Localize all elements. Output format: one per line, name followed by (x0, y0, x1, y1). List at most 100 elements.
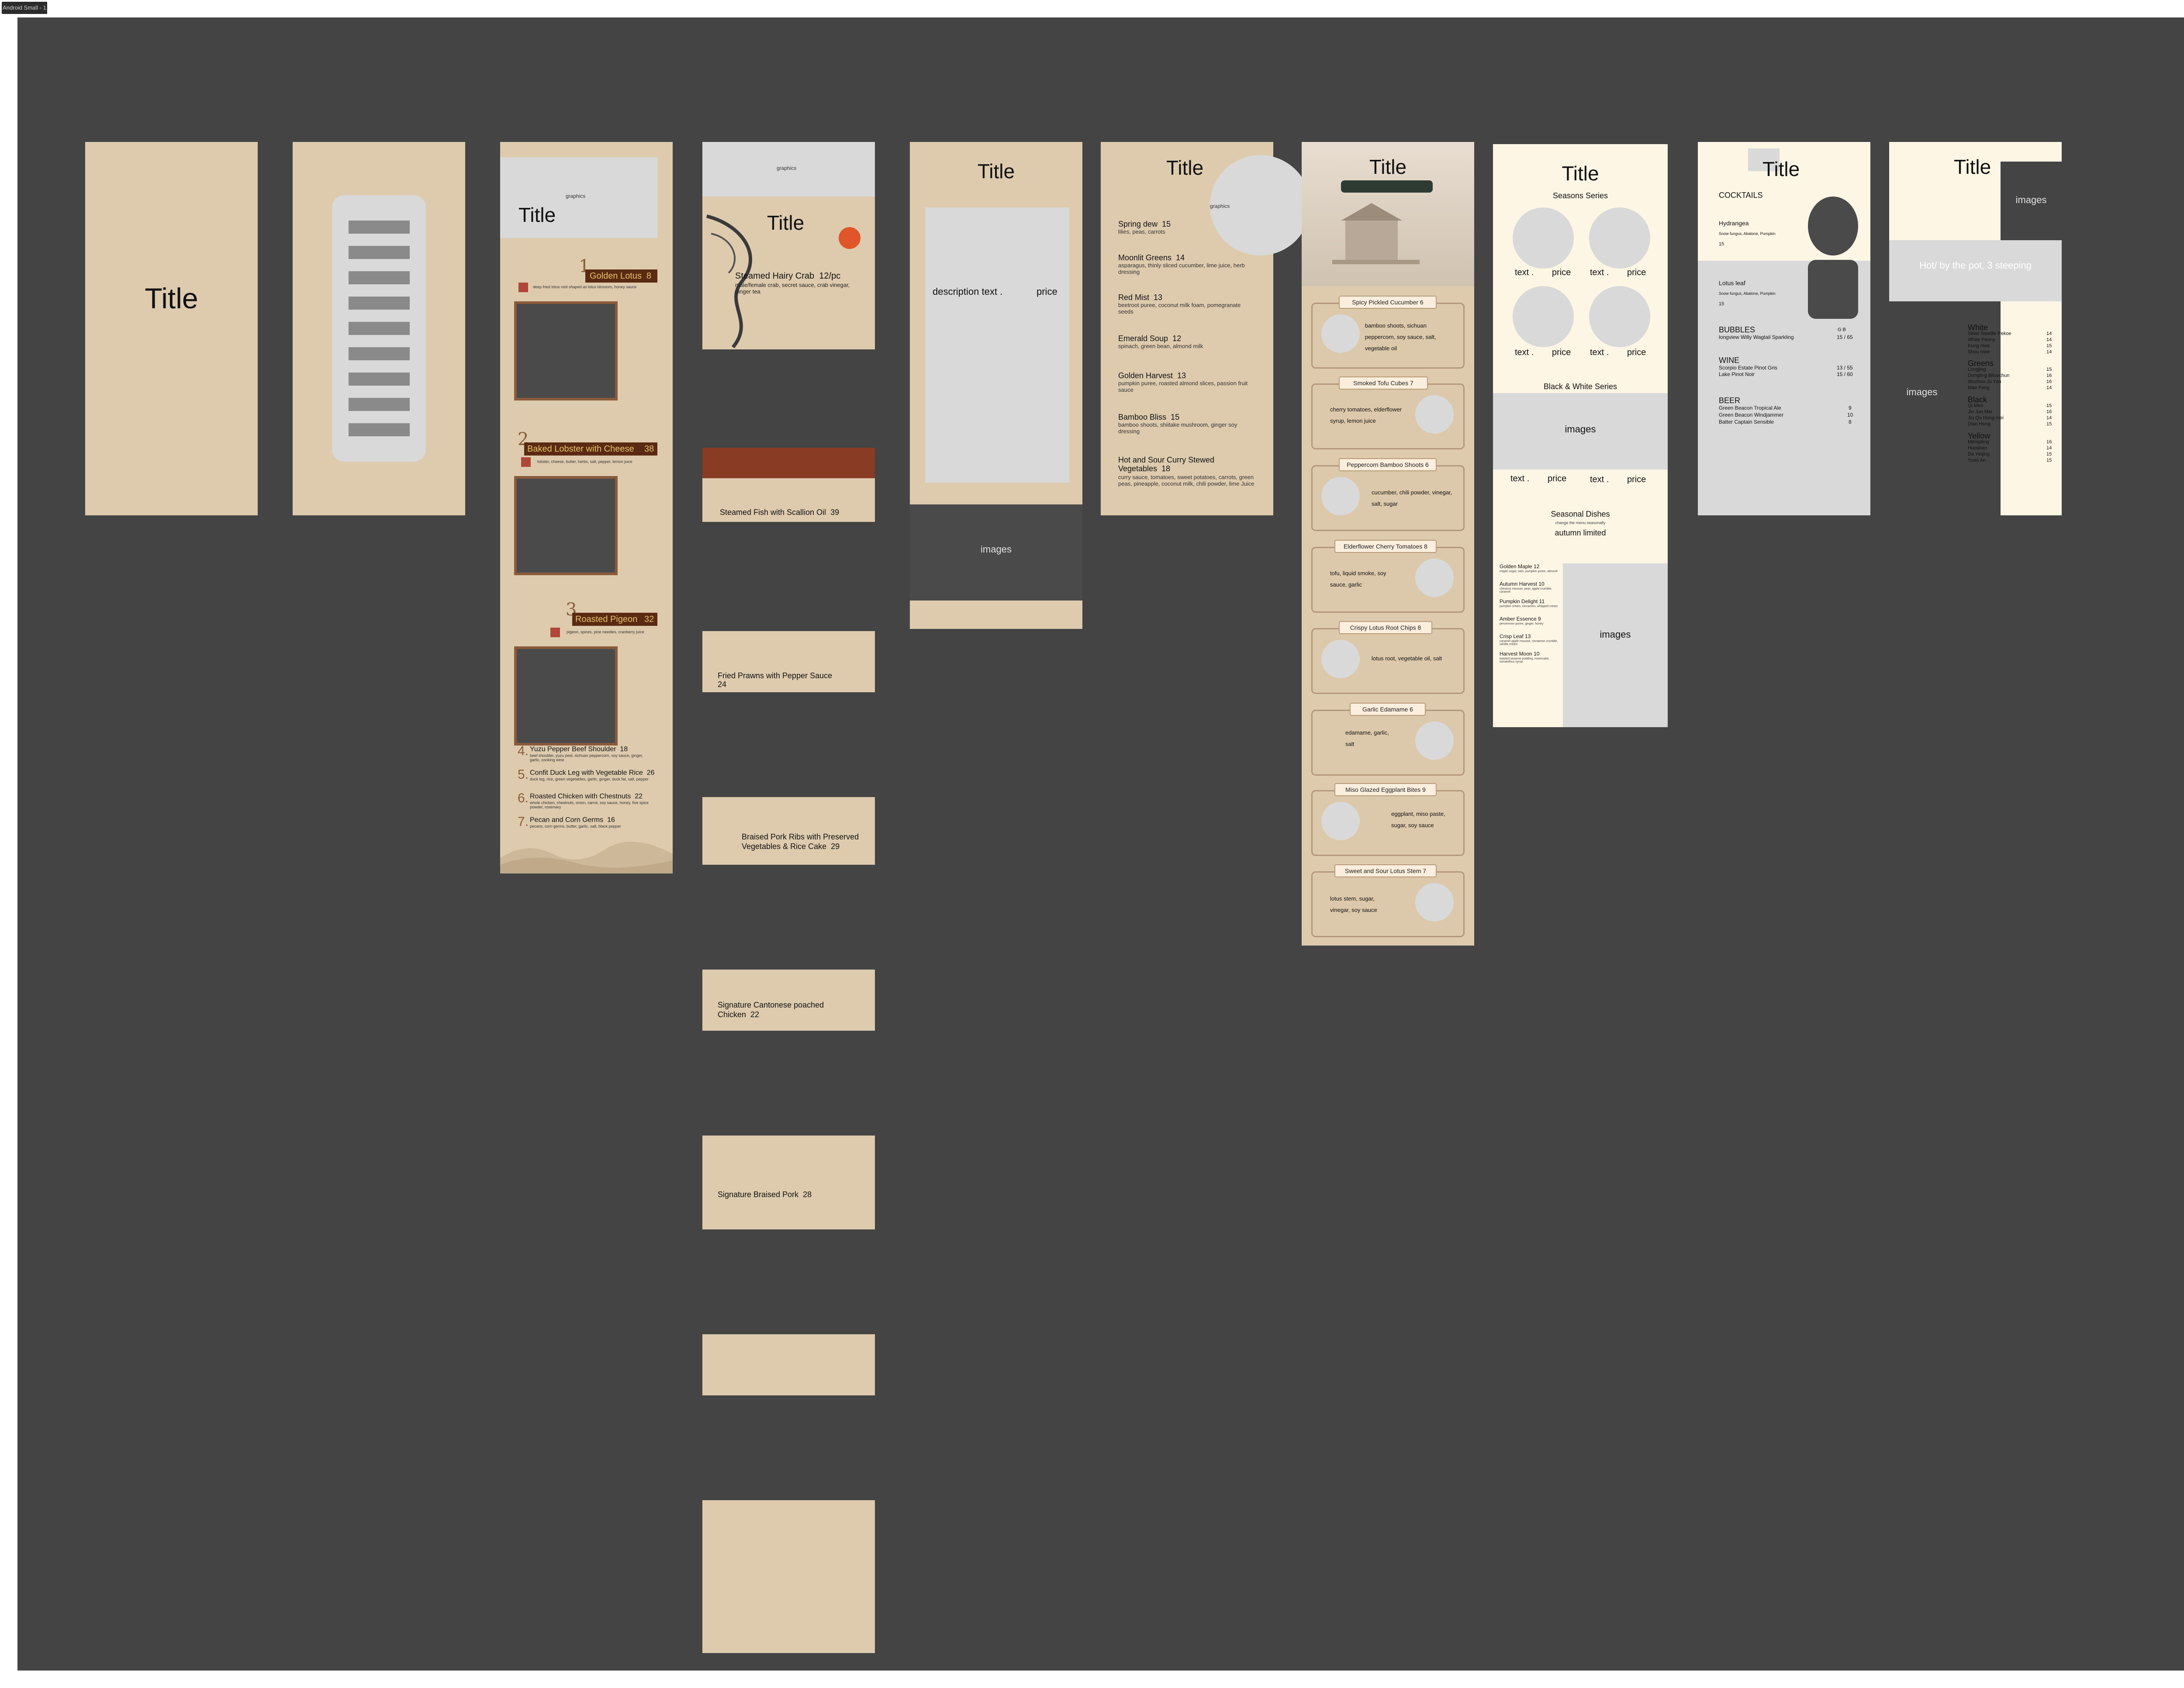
graphics-placeholder (702, 142, 875, 197)
item-name-text: Yuzu Pepper Beef Shoulder (530, 746, 616, 753)
images-label: images (1906, 387, 1938, 397)
tea-name: Shou mee (1968, 349, 1990, 355)
section-price: 29 (831, 842, 840, 851)
dish-label: Elderflower Cherry Tomatoes 8 (1334, 540, 1437, 553)
tea-price: 14 (2046, 385, 2052, 390)
item-name: Pecan and Corn Germs 16 (530, 816, 615, 824)
seal-icon (550, 628, 560, 637)
item-desc: lilies, peas, carrots (1118, 228, 1165, 235)
item-number: 7. (518, 815, 529, 829)
section-price: 24 (718, 680, 727, 689)
item-name-banner (572, 613, 657, 626)
tea-price: 15 (2046, 458, 2052, 463)
item-number: 5. (518, 767, 529, 782)
list-bar (349, 246, 410, 259)
dish-desc: edamame, garlic, salt (1345, 729, 1389, 747)
menu-item: Moonlit Greens 14 (1118, 253, 1185, 262)
item-name-text: Steamed Hairy Crab (735, 271, 815, 281)
item-price: 18 (620, 746, 628, 753)
item-name: Steamed Hairy Crab 12/pc (735, 271, 840, 281)
dish-photo (1589, 286, 1650, 347)
dish-card[interactable] (1311, 790, 1465, 856)
frame-list[interactable] (293, 142, 465, 515)
frame-description[interactable]: Title description text . price images (910, 142, 1082, 629)
section-heading: Seasons Series (1552, 191, 1608, 200)
menu-item: Spring dew 15 (1118, 220, 1171, 229)
list-bar (349, 221, 410, 234)
dish-price: price (1627, 268, 1646, 277)
tea-name: Kung mee (1968, 343, 1990, 349)
graphics-label: graphics (777, 165, 797, 171)
dish-text: text . (1590, 348, 1609, 357)
tea-group: Greens (1968, 359, 1994, 368)
tea-column-bg (1970, 301, 2001, 515)
frame-title[interactable]: Title (85, 142, 258, 515)
description-text: description text . (933, 286, 1003, 297)
dish-price: price (1552, 268, 1571, 277)
item-desc: spinach, green bean, almond milk (1118, 343, 1203, 349)
frame-appetizers[interactable]: Title Spicy Pickled Cucumber 6 bamboo sh… (1302, 142, 1474, 946)
tea-name: Mao Feng (1968, 385, 1990, 390)
frame-soups[interactable]: graphics Title Spring dew 15 lilies, pea… (1101, 142, 1310, 515)
item-desc: pecans, corn germs, butter, garlic, salt… (530, 824, 621, 828)
item-name-text: Confit Duck Leg with Vegetable Rice (530, 769, 643, 777)
drink-price: 15 / 60 (1837, 371, 1853, 377)
section-banner (702, 478, 875, 522)
dish-label: Garlic Edamame 6 (1350, 703, 1426, 716)
page-title: Title (1562, 162, 1599, 185)
tea-price: 15 (2046, 452, 2052, 457)
tea-price: 15 (2046, 403, 2052, 408)
frame-desserts[interactable]: Title Seasons Series text . price text .… (1493, 144, 1668, 727)
item-name: Red Mist (1118, 293, 1150, 302)
item-price: 13 (1154, 293, 1163, 302)
dish-photo (1321, 640, 1360, 678)
item-name: Roasted Chicken with Chestnuts 22 (530, 793, 643, 801)
dessert-desc: toasted sesame pudding, mooncake, osmant… (1500, 657, 1550, 663)
dish-photo (1321, 314, 1360, 353)
item-price: 15 (1162, 220, 1171, 228)
section-heading: WINE (1719, 356, 1739, 365)
dessert-name: Amber Essence 9 (1500, 616, 1541, 622)
item-desc: beetroot puree, coconut milk foam, pomeg… (1118, 302, 1241, 315)
images-panel (1493, 393, 1668, 469)
dessert-desc: persimmon puree, ginger, honey (1500, 622, 1544, 625)
item-name: Emerald Soup (1118, 334, 1168, 343)
frame-menu-mains[interactable]: graphics Title 1 Golden Lotus 8 deep fri… (500, 142, 673, 873)
frame-menu-seafood[interactable]: graphics Title Steamed Hairy Crab 12/pc … (702, 142, 875, 1653)
divider-band (702, 448, 875, 478)
item-name: Spring dew (1118, 220, 1158, 228)
dish-label: Smoked Tofu Cubes 7 (1339, 376, 1428, 390)
item-desc: pigeon, spices, pine needles, cranberry … (567, 630, 644, 634)
tea-price: 14 (2046, 349, 2052, 355)
tea-name: White Peony (1968, 337, 1995, 342)
frame-tea[interactable]: Title images Hot/ by the pot, 3 steeping… (1889, 142, 2062, 515)
item-price: 32 (644, 614, 654, 624)
dish-photo (1513, 207, 1574, 269)
item-price: 12/pc (819, 271, 841, 281)
section-banner (702, 1334, 875, 1395)
menu-item: Bamboo Bliss 15 (1118, 413, 1179, 422)
tea-name: Longjing (1968, 367, 1986, 372)
item-desc: duck leg, rice, green vegetables, garlic… (530, 777, 649, 781)
sun-icon (839, 227, 860, 249)
dish-photo (1415, 395, 1454, 434)
frame-tag[interactable]: Android Small - 1 (2, 2, 47, 14)
dish-desc: bamboo shoots, sichuan peppercorn, soy s… (1365, 322, 1436, 352)
item-name-banner (524, 442, 657, 456)
item-price: 13 (1177, 371, 1186, 380)
tea-name: Huoshan (1968, 445, 1987, 451)
menu-item: Hot and Sour Curry Stewed Vegetables 18 (1118, 456, 1258, 473)
page-title: Title (767, 211, 805, 234)
section-title: Steamed Fish with Scallion Oil 39 (720, 508, 839, 517)
dish-label: Spicy Pickled Cucumber 6 (1339, 296, 1437, 309)
list-bar (349, 373, 410, 386)
section-name: Braised Pork Ribs with Preserved Vegetab… (742, 832, 859, 851)
pavilion-graphic (1332, 203, 1420, 264)
tea-group: Yellow (1968, 431, 1990, 440)
page-title: Title (1954, 155, 1991, 178)
drink-price: 15 (1719, 242, 1724, 247)
frame-drinks[interactable]: Title COCKTAILS Hydrangea Snow fungus, A… (1698, 142, 1870, 515)
ink-brush-stroke (1341, 180, 1433, 193)
tea-price: 15 (2046, 421, 2052, 427)
page-title: Title (518, 204, 556, 226)
